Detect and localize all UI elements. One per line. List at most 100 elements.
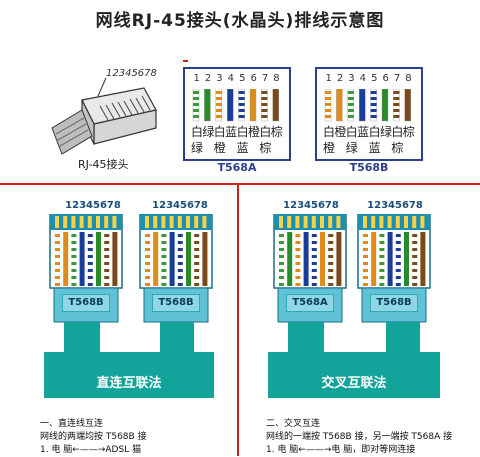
t568b-color-row2: 橙绿蓝棕 bbox=[323, 141, 414, 155]
plug-wire-stripe bbox=[87, 234, 93, 237]
plug-wire-stripe bbox=[161, 269, 167, 272]
plug-wire-stripe bbox=[104, 262, 110, 265]
wire-strip bbox=[215, 89, 222, 122]
straight-left-pins: 12345678 bbox=[65, 200, 121, 211]
plug-contact bbox=[279, 216, 283, 228]
plug-wire-stripe bbox=[194, 248, 200, 251]
plug-wire bbox=[387, 232, 393, 286]
plug-wire-stripe bbox=[55, 255, 60, 258]
plug-wire-stripe bbox=[328, 269, 334, 272]
plug-wire-stripe bbox=[104, 276, 110, 279]
plug-contact-strip bbox=[358, 214, 430, 230]
plug-wire-stripe bbox=[311, 234, 317, 237]
wire-strip bbox=[404, 89, 412, 122]
plug-wire-stripe bbox=[55, 248, 60, 251]
plug-wire bbox=[295, 232, 301, 286]
plug-wire-stripe bbox=[161, 262, 167, 265]
crossover-right-pins: 12345678 bbox=[367, 200, 423, 211]
plug-wire-stripe bbox=[379, 269, 385, 272]
plug-wire bbox=[404, 232, 409, 286]
plug-wire-stripe bbox=[279, 248, 284, 251]
plug-wire-stripe bbox=[363, 234, 368, 237]
plug-wire-stripe bbox=[161, 283, 167, 286]
plug-wire-stripe bbox=[311, 276, 317, 279]
divider-horizontal bbox=[0, 183, 480, 185]
plug-wire bbox=[420, 232, 426, 286]
plug-wire bbox=[112, 232, 118, 286]
plug-contact bbox=[55, 216, 59, 228]
plug-contact bbox=[194, 216, 199, 228]
wire-color-char: 白 bbox=[368, 125, 381, 139]
plug-wire-stripe bbox=[395, 241, 401, 244]
wire-color-char: 橙 bbox=[323, 141, 336, 155]
pin-number: 4 bbox=[227, 73, 235, 84]
wire-strip bbox=[370, 89, 377, 122]
crossover-notes-line2: 1. 电 脑←——→电 脑，即对等网连接 bbox=[266, 445, 416, 455]
plug-wire-stripe bbox=[87, 283, 93, 286]
crossover-cable bbox=[268, 322, 440, 398]
plug-wire-stripe bbox=[295, 255, 301, 258]
plug-wire-stripe bbox=[363, 283, 368, 286]
plug-wire-stripe bbox=[295, 234, 301, 237]
plug-wire-stripe bbox=[279, 241, 284, 244]
plug-wire-stripe bbox=[55, 262, 60, 265]
plug-wire-stripe bbox=[379, 255, 385, 258]
straight-left-connector: T568B bbox=[46, 213, 126, 326]
plug-wire-stripe bbox=[87, 255, 93, 258]
plug-wire bbox=[279, 232, 284, 286]
wire-color-char: 棕 bbox=[259, 141, 272, 155]
crossover-notes: 二、交叉互连 网线的一端按 T568B 接，另一端按 T568A 接 1. 电 … bbox=[266, 418, 480, 457]
plug-contact bbox=[112, 216, 117, 228]
plug-wire-stripe bbox=[145, 234, 150, 237]
plug-contact bbox=[311, 216, 316, 228]
crossover-right-standard: T568B bbox=[370, 294, 418, 312]
plug-wire-stripe bbox=[71, 234, 77, 237]
pin-number: 8 bbox=[273, 73, 280, 84]
plug-contact bbox=[87, 216, 92, 228]
plug-contact bbox=[320, 216, 324, 228]
plug-wire bbox=[320, 232, 325, 286]
straight-section: 12345678 12345678 T568B T568B 直连互联法 一、直连… bbox=[0, 186, 237, 456]
t568b-wire-strips bbox=[324, 89, 412, 122]
plug-wire-stripe bbox=[71, 241, 77, 244]
plug-wire-stripe bbox=[161, 276, 167, 279]
plug-wire-stripe bbox=[71, 248, 77, 251]
plug-contact bbox=[202, 216, 207, 228]
plug-wire-stripe bbox=[145, 283, 150, 286]
plug-wire-stripe bbox=[412, 283, 418, 286]
wire-color-char: 绿 bbox=[345, 141, 358, 155]
t568a-color-row2: 绿橙蓝棕 bbox=[191, 141, 282, 155]
plug-wire-stripe bbox=[379, 248, 385, 251]
plug-wire-stripe bbox=[395, 248, 401, 251]
plug-wire-stripe bbox=[412, 241, 418, 244]
plug-wire-stripe bbox=[279, 269, 284, 272]
wire-strip bbox=[381, 89, 389, 122]
plug-wire bbox=[169, 232, 175, 286]
plug-wire-stripe bbox=[295, 241, 301, 244]
plug-wire bbox=[202, 232, 208, 286]
plug-wire-stripe bbox=[71, 283, 77, 286]
plug-contact bbox=[153, 216, 158, 228]
crossover-right-connector: T568B bbox=[354, 213, 434, 326]
wire-strip bbox=[347, 89, 354, 122]
plug-wire-stripe bbox=[177, 241, 183, 244]
connector-label: RJ-45接头 bbox=[78, 158, 129, 171]
wire-color-char: 白 bbox=[213, 125, 226, 139]
plug-wire-stripe bbox=[295, 283, 301, 286]
pin-number: 5 bbox=[371, 73, 378, 84]
plug-wire-stripe bbox=[87, 269, 93, 272]
plug-wire-stripe bbox=[328, 255, 334, 258]
plug-wire-stripe bbox=[379, 276, 385, 279]
straight-notes-heading: 一、直连线互连 bbox=[40, 419, 104, 429]
wire-color-char: 橙 bbox=[247, 125, 260, 139]
plug-wire bbox=[153, 232, 159, 286]
wire-strip bbox=[238, 89, 245, 122]
t568b-color-row1: 白橙白蓝白绿白棕 bbox=[323, 125, 415, 139]
plug-wire bbox=[328, 232, 334, 286]
plug-contact bbox=[104, 216, 109, 228]
plug-wire-stripe bbox=[55, 234, 60, 237]
plug-contact bbox=[404, 216, 408, 228]
pin-number: 3 bbox=[348, 73, 355, 84]
